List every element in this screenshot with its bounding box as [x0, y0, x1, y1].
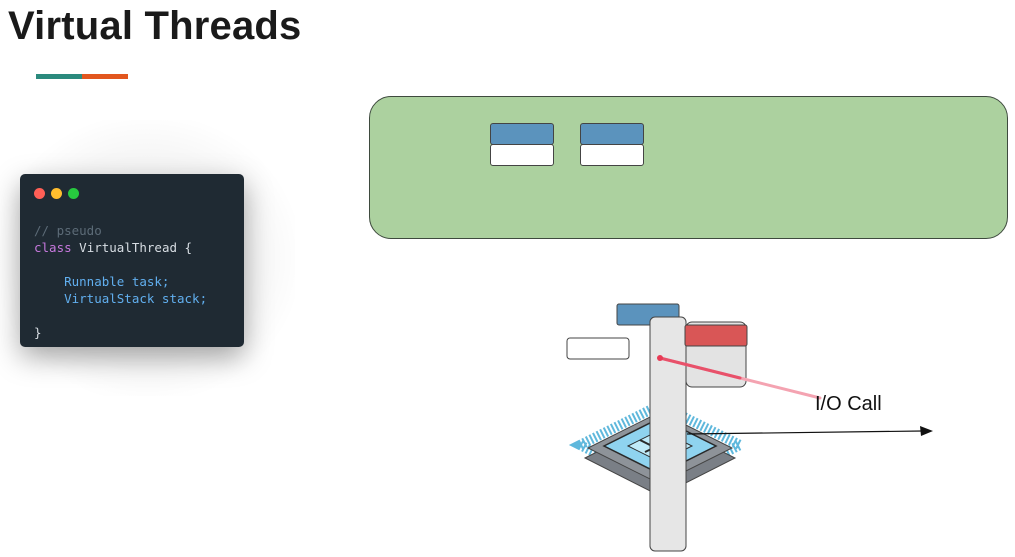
code-token: Runnable task;	[34, 274, 170, 289]
carrier-thread-bar	[649, 316, 687, 552]
blocked-stack-header	[684, 324, 748, 347]
laser-trail-head	[658, 356, 742, 380]
code-line: // pseudo	[34, 222, 207, 239]
code-line: Runnable task;	[34, 273, 207, 290]
heap-stack-block-2-body	[580, 144, 644, 166]
heap-region	[369, 96, 1008, 239]
underline-teal-segment	[36, 74, 84, 79]
stack-frame-block	[566, 337, 630, 360]
code-token: class	[34, 240, 72, 255]
code-token: VirtualStack stack;	[34, 291, 208, 306]
underline-orange-segment	[82, 74, 128, 79]
code-line: VirtualStack stack;	[34, 290, 207, 307]
io-call-label: I/O Call	[815, 393, 882, 415]
io-call-arrow	[686, 430, 923, 435]
title-underline	[36, 74, 128, 79]
code-line: }	[34, 324, 207, 341]
code-line: class VirtualThread {	[34, 239, 207, 256]
heap-stack-block-1-body	[490, 144, 554, 166]
window-minimize-dot-icon	[51, 188, 62, 199]
io-call-arrowhead-icon	[920, 426, 933, 436]
window-maximize-dot-icon	[68, 188, 79, 199]
code-token: }	[34, 325, 42, 340]
laser-pointer-dot	[657, 355, 663, 361]
code-token: // pseudo	[34, 223, 102, 238]
code-token: VirtualThread {	[71, 240, 193, 255]
window-close-dot-icon	[34, 188, 45, 199]
slide-title: Virtual Threads	[8, 4, 302, 48]
